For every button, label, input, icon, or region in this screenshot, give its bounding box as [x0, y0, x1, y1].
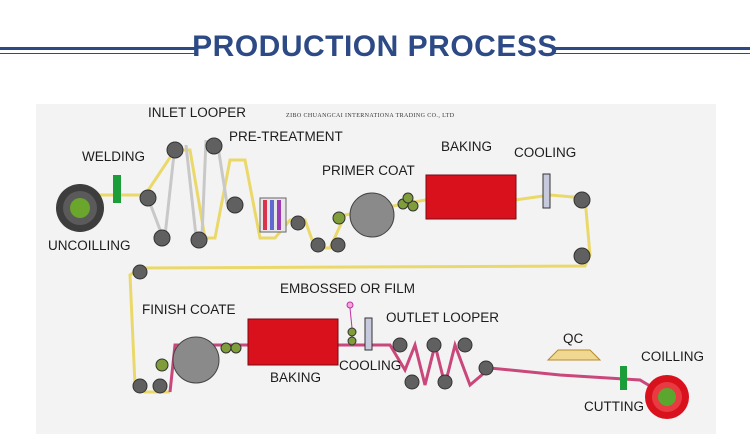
header-rule-left — [0, 47, 196, 50]
cutter — [620, 366, 627, 390]
uncoiler — [56, 184, 104, 232]
baking-oven-top — [425, 174, 517, 220]
label-coilling: COILLING — [641, 349, 704, 364]
label-baking-bottom: BAKING — [270, 370, 321, 385]
label-welding: WELDING — [82, 149, 145, 164]
primer-coater — [332, 192, 419, 238]
label-cutting: CUTTING — [584, 399, 644, 414]
header-rule-left-thin — [0, 53, 196, 54]
label-inlet-looper: INLET LOOPER — [148, 105, 246, 120]
page-title: PRODUCTION PROCESS — [192, 30, 558, 63]
turn-rollers-right — [573, 191, 591, 265]
label-outlet-looper: OUTLET LOOPER — [386, 310, 499, 325]
page-header: PRODUCTION PROCESS — [0, 0, 750, 100]
label-qc: QC — [563, 331, 584, 346]
pre-treatment-tank — [259, 197, 287, 233]
cooling-unit-top — [542, 173, 551, 209]
header-rule-right — [554, 47, 750, 50]
label-cooling-top: COOLING — [514, 145, 576, 160]
outlet-looper-rollers — [392, 337, 494, 390]
cooling-unit-bottom — [364, 317, 373, 351]
label-cooling-bottom: COOLING — [339, 358, 401, 373]
embosser — [346, 301, 357, 346]
qc-station — [546, 349, 602, 361]
inlet-looper-strips — [146, 139, 229, 237]
label-baking-top: BAKING — [441, 139, 492, 154]
welder — [113, 175, 121, 203]
label-embossed-or-film: EMBOSSED OR FILM — [280, 281, 415, 296]
label-pre-treatment: PRE-TREATMENT — [229, 129, 343, 144]
label-primer-coat: PRIMER COAT — [322, 163, 415, 178]
recoiler — [645, 375, 689, 419]
label-uncoilling: UNCOILLING — [48, 238, 131, 253]
label-finish-coate: FINISH COATE — [142, 302, 236, 317]
finish-coater — [155, 336, 242, 384]
pre-treatment-rollers — [290, 215, 346, 253]
turn-rollers-left — [132, 264, 168, 394]
header-rule-right-thin — [554, 53, 750, 54]
watermark-text: ZIBO CHUANGCAI INTERNATIONA TRADING CO.,… — [286, 113, 455, 119]
baking-oven-bottom — [247, 318, 339, 366]
inlet-looper-rollers — [139, 137, 244, 249]
